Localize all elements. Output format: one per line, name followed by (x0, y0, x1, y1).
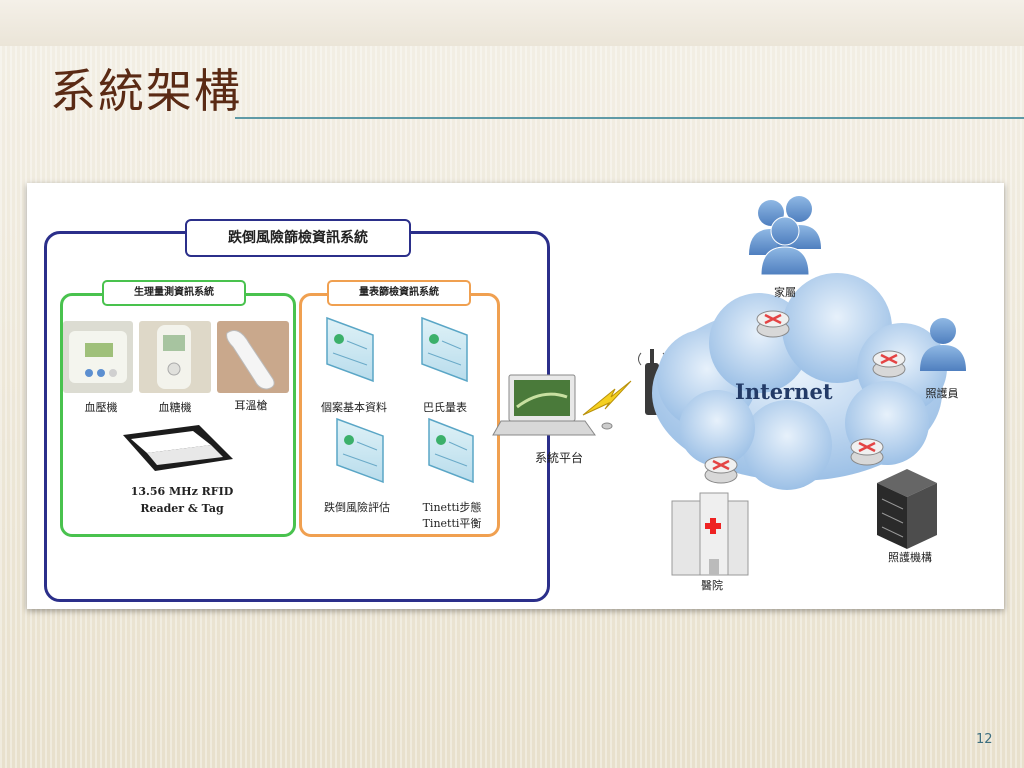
caregiver-label: 照護員 (925, 387, 959, 400)
laptop-icon (492, 374, 613, 436)
router-icon (704, 456, 738, 484)
rfid-label-line2: Reader & Tag (140, 502, 224, 515)
slide-title: 系統架構 (50, 64, 242, 118)
rfid-reader-icon (123, 425, 233, 471)
family-label: 家屬 (774, 286, 796, 299)
form-document-icon (428, 417, 474, 484)
thermometer-icon (217, 321, 289, 393)
diagram-graphics (63, 196, 966, 576)
diagram-panel: 跌倒風險篩檢資訊系統 生理量測資訊系統 量表篩檢資訊系統 血壓機 血糖機 耳溫槍… (27, 183, 1004, 609)
hospital-label: 醫院 (701, 579, 723, 592)
cloud-icon (652, 273, 947, 490)
blood-pressure-device-icon (63, 321, 133, 393)
barthel-scale-label: 巴氏量表 (423, 401, 467, 414)
server-rack-icon (877, 469, 937, 549)
internet-label: Internet (735, 379, 833, 404)
router-icon (872, 350, 906, 378)
tinetti-balance-label: Tinetti平衡 (422, 517, 482, 530)
page-number: 12 (976, 732, 993, 747)
router-icon (756, 310, 790, 338)
form-document-icon (326, 316, 374, 383)
ear-thermometer-label: 耳溫槍 (234, 399, 268, 412)
fall-risk-system-title: 跌倒風險篩檢資訊系統 (185, 219, 411, 257)
blood-glucose-label: 血糖機 (158, 401, 192, 414)
person-icon (920, 318, 966, 371)
person-group-icon (749, 196, 821, 276)
tinetti-gait-label: Tinetti步態 (422, 501, 482, 514)
rfid-label-line1: 13.56 MHz RFID (130, 485, 234, 498)
scale-system-title: 量表篩檢資訊系統 (327, 280, 471, 306)
blood-pressure-label: 血壓機 (84, 401, 118, 414)
system-platform-label: 系統平台 (534, 451, 583, 465)
header-band (0, 0, 1024, 46)
care-institution-label: 照護機構 (888, 551, 932, 564)
glucose-meter-icon (139, 321, 211, 393)
fall-risk-assessment-label: 跌倒風險評估 (324, 501, 390, 514)
form-document-icon (336, 417, 384, 484)
router-icon (850, 438, 884, 466)
hospital-building-icon (671, 492, 749, 576)
form-document-icon (421, 316, 468, 383)
physiological-system-title: 生理量測資訊系統 (102, 280, 246, 306)
title-rule (235, 117, 1024, 119)
lightning-icon (582, 380, 632, 416)
personal-data-label: 個案基本資料 (321, 401, 387, 414)
